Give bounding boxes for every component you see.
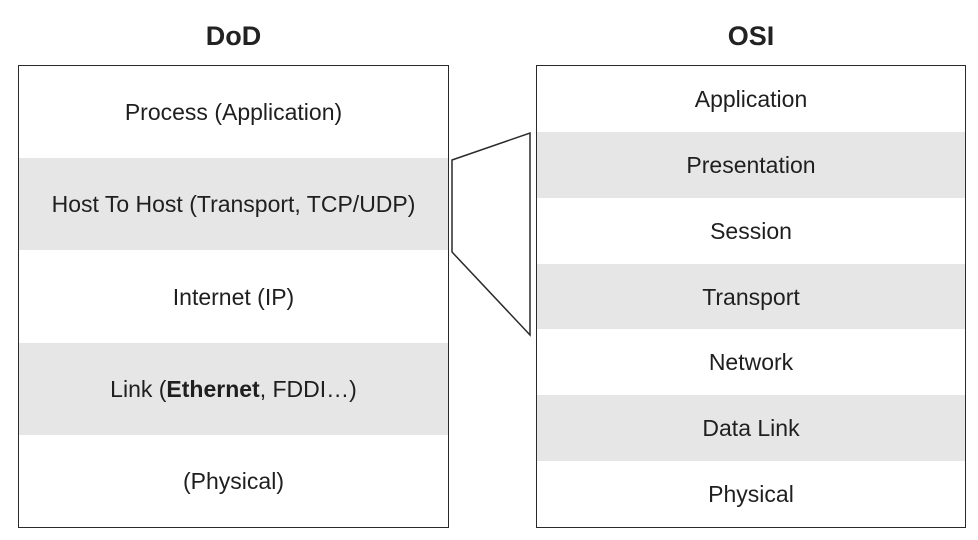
osi-layer-data-link: Data Link xyxy=(537,395,965,462)
dod-layer-internet-label: Internet (IP) xyxy=(172,283,295,310)
osi-layer-network: Network xyxy=(537,329,965,395)
osi-layer-application: Application xyxy=(537,66,965,132)
dod-model-title: DoD xyxy=(205,21,262,51)
osi-layer-session-label: Session xyxy=(710,217,792,244)
dod-layer-internet: Internet (IP) xyxy=(19,250,448,342)
dod-layer-host-to-host: Host To Host (Transport, TCP/UDP) xyxy=(19,158,448,251)
dod-layer-link-label-prefix: Link ( xyxy=(110,375,167,402)
osi-layer-transport-label: Transport xyxy=(702,283,800,310)
osi-layer-presentation-label: Presentation xyxy=(686,151,816,178)
dod-layer-process-label: Process (Application) xyxy=(124,99,343,126)
host-to-host-to-osi-upper-layers-wedge xyxy=(451,131,531,337)
osi-layer-stack: Application Presentation Session Transpo… xyxy=(536,65,966,528)
dod-layer-link-label-ethernet: Ethernet xyxy=(166,375,260,402)
dod-layer-link-label-suffix: , FDDI…) xyxy=(259,375,357,402)
dod-layer-stack: Process (Application) Host To Host (Tran… xyxy=(18,65,449,528)
osi-layer-physical: Physical xyxy=(537,461,965,527)
osi-layer-network-label: Network xyxy=(708,349,794,376)
osi-layer-presentation: Presentation xyxy=(537,131,965,198)
dod-layer-link: Link (Ethernet, FDDI…) xyxy=(19,342,448,435)
osi-layer-transport: Transport xyxy=(537,263,965,330)
osi-layer-application-label: Application xyxy=(694,85,808,112)
osi-layer-session: Session xyxy=(537,198,965,264)
dod-layer-process: Process (Application) xyxy=(19,66,448,158)
osi-layer-physical-label: Physical xyxy=(708,481,794,508)
dod-layer-physical: (Physical) xyxy=(19,435,448,527)
dod-layer-link-label: Link (Ethernet, FDDI…) xyxy=(110,375,357,403)
dod-layer-host-to-host-label: Host To Host (Transport, TCP/UDP) xyxy=(51,191,416,218)
osi-model-title: OSI xyxy=(727,21,775,51)
dod-layer-physical-label: (Physical) xyxy=(183,467,284,494)
osi-layer-data-link-label: Data Link xyxy=(702,415,800,442)
